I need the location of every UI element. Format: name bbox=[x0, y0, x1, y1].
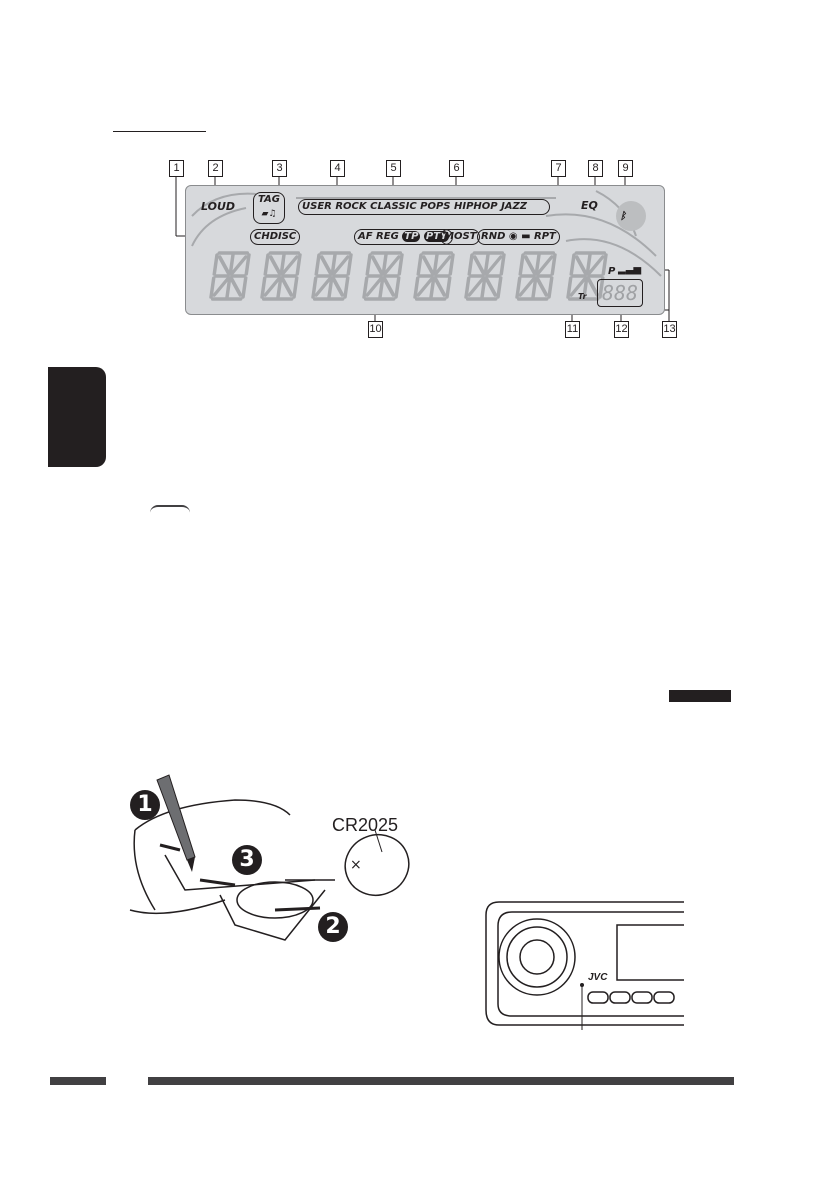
callout-12: 12 bbox=[614, 321, 629, 338]
lcd-character-cell bbox=[362, 251, 404, 301]
chdisc-indicator: CHDISC bbox=[250, 229, 301, 245]
section-marker bbox=[150, 505, 190, 513]
lcd-character-cell bbox=[566, 251, 608, 301]
pty-indicator: PTY bbox=[423, 231, 450, 242]
af-reg-tp-pty-indicators: AF REG TP PTY bbox=[354, 229, 454, 245]
lcd-character-cell bbox=[413, 251, 455, 301]
lcd-display-panel: LOUD TAG ▰♫ CHDISC USER ROCK CLASSIC POPS… bbox=[185, 185, 665, 315]
battery-replacement-illustration bbox=[129, 774, 410, 941]
callout-1: 1 bbox=[169, 160, 184, 177]
footer-bar-left bbox=[50, 1077, 106, 1085]
eq-indicator: EQ bbox=[581, 199, 598, 212]
step-1-badge: 1 bbox=[130, 790, 160, 820]
rnd-label: RND bbox=[481, 231, 506, 242]
lcd-character-cell bbox=[209, 251, 251, 301]
step-3-badge: 3 bbox=[232, 845, 262, 875]
folder-icon: ▬ bbox=[521, 231, 531, 242]
p-indicator: P bbox=[608, 266, 616, 277]
callout-13: 13 bbox=[662, 321, 677, 338]
footer-bar-right bbox=[148, 1077, 734, 1085]
tp-indicator: TP bbox=[402, 231, 421, 242]
lcd-character-cell bbox=[311, 251, 353, 301]
language-tab bbox=[48, 367, 106, 467]
bluetooth-icon: ᛒ bbox=[620, 211, 626, 222]
eq-mode-indicators: USER ROCK CLASSIC POPS HIPHOP JAZZ bbox=[298, 199, 550, 215]
jvc-logo: JVC bbox=[588, 972, 608, 983]
lcd-character-cell bbox=[260, 251, 302, 301]
tag-indicator: TAG ▰♫ bbox=[253, 192, 285, 224]
af-reg-label: AF REG bbox=[358, 231, 399, 242]
caution-label bbox=[669, 690, 731, 702]
heading-underline bbox=[113, 131, 206, 132]
tag-label: TAG bbox=[258, 194, 280, 205]
most-indicator: MOST bbox=[440, 229, 481, 245]
lcd-character-cell bbox=[464, 251, 506, 301]
signal-strength-icon: ▂▃▅ bbox=[618, 264, 642, 275]
callout-11: 11 bbox=[565, 321, 580, 338]
track-number-display: 888 bbox=[597, 279, 643, 307]
loud-indicator: LOUD bbox=[201, 200, 236, 213]
callout-3: 3 bbox=[272, 160, 287, 177]
disc-icon: ◉ bbox=[508, 231, 518, 242]
battery-plus-mark: × bbox=[350, 857, 362, 873]
lcd-arc-decorations bbox=[191, 190, 662, 277]
folder-music-icon: ▰♫ bbox=[261, 209, 277, 219]
control-panel-illustration bbox=[485, 901, 684, 1030]
step-2-badge: 2 bbox=[318, 912, 348, 942]
callout-10: 10 bbox=[368, 321, 383, 338]
battery-type-label: CR2025 bbox=[332, 815, 399, 835]
lcd-character-cell bbox=[515, 251, 557, 301]
rnd-rpt-indicators: RND ◉ ▬ RPT bbox=[477, 229, 560, 245]
track-indicator: Tr bbox=[578, 292, 587, 301]
rpt-label: RPT bbox=[534, 231, 556, 242]
